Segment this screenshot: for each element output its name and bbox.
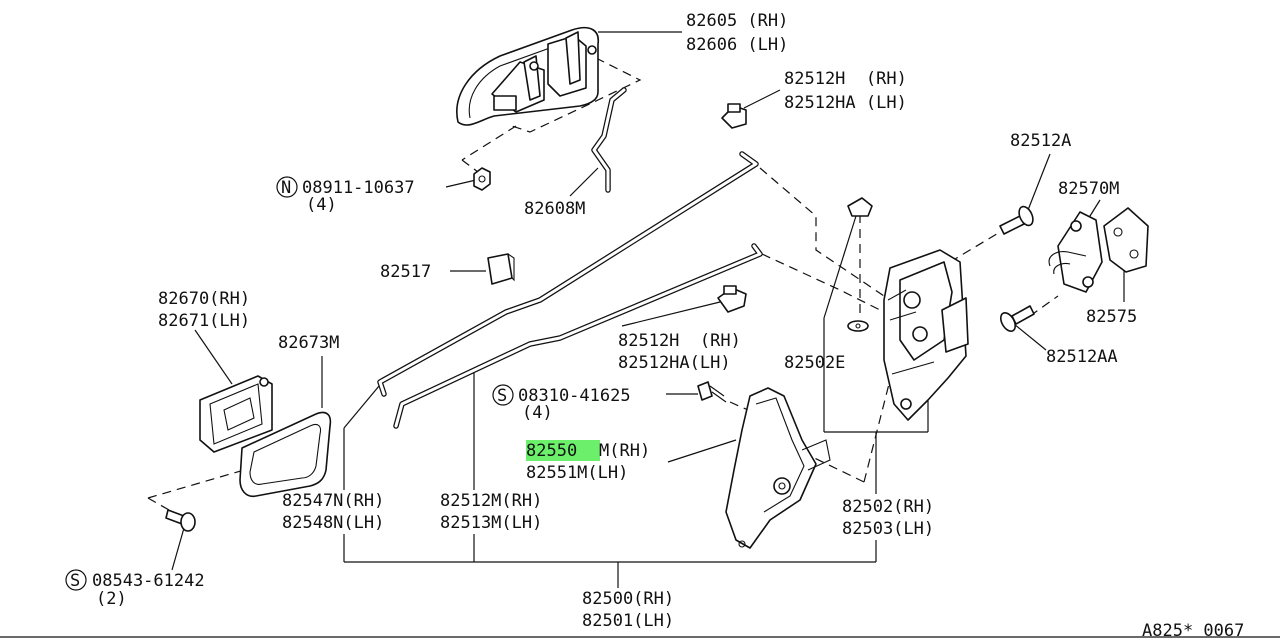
- label-82500: 82500(RH): [582, 589, 674, 609]
- bolt-s-prefix-circle: [492, 384, 514, 406]
- label-bolt-s-qty: (4): [522, 403, 553, 423]
- label-08543-61242: 08543-61242: [92, 571, 205, 591]
- label-82670: 82670(RH): [158, 289, 250, 309]
- label-82501: 82501(LH): [582, 611, 674, 631]
- bolt-82512a: [999, 205, 1034, 235]
- label-screw-s-qty: (2): [96, 589, 127, 609]
- label-82550m-rest: M(RH): [599, 441, 650, 461]
- label-82605: 82605 (RH): [686, 11, 788, 31]
- door-lock-assembly: [883, 249, 969, 421]
- label-82575: 82575: [1086, 307, 1137, 327]
- lock-cover: [725, 387, 831, 549]
- label-82551m: 82551M(LH): [526, 463, 628, 483]
- label-82512h-top: 82512H (RH): [784, 69, 907, 89]
- label-82606: 82606 (LH): [686, 35, 788, 55]
- rod-82608m: [591, 87, 627, 193]
- inside-door-handle: [199, 375, 273, 453]
- label-82513m: 82513M(LH): [440, 513, 542, 533]
- part-labels: 82605 (RH) 82606 (LH) 82512H (RH) 82512H…: [65, 11, 1244, 640]
- label-82547n: 82547N(RH): [282, 491, 384, 511]
- label-bolt-s-prefix: S: [497, 386, 507, 406]
- nut-prefix-circle: [276, 176, 298, 198]
- label-nut-qty: (4): [306, 195, 337, 215]
- screw-82512aa: [999, 305, 1035, 332]
- grommet-82502e: [847, 197, 873, 332]
- label-08310-41625: 08310-41625: [518, 386, 631, 406]
- search-highlight: [526, 440, 600, 461]
- label-82512m: 82512M(RH): [440, 491, 542, 511]
- label-screw-s-prefix: S: [70, 571, 80, 591]
- outside-door-handle: [456, 26, 599, 126]
- label-82671: 82671(LH): [158, 311, 250, 331]
- label-82608m: 82608M: [524, 199, 585, 219]
- label-82512a: 82512A: [1010, 131, 1071, 151]
- alignment-dashes: [147, 57, 1059, 515]
- label-82512h-mid: 82512H (RH): [618, 331, 741, 351]
- label-82570m: 82570M: [1058, 179, 1119, 199]
- rod-clip-mid: [717, 285, 747, 313]
- label-82512ha-mid: 82512HA(LH): [618, 353, 731, 373]
- label-82512aa: 82512AA: [1046, 347, 1118, 367]
- diagram-reference: A825* 0067: [1142, 621, 1244, 640]
- striker-82570m: [1048, 211, 1103, 293]
- label-82512ha-top: 82512HA (LH): [784, 93, 907, 113]
- label-82502e: 82502E: [784, 353, 845, 373]
- nut-08911-10637: [473, 167, 491, 191]
- label-82517: 82517: [380, 262, 431, 282]
- rod-clip-top: [721, 103, 747, 129]
- label-82503: 82503(LH): [842, 519, 934, 539]
- bolt-08310-41625: [697, 381, 727, 403]
- label-82502: 82502(RH): [842, 497, 934, 517]
- shim-82575: [1103, 207, 1149, 273]
- shim-82517: [487, 253, 515, 285]
- screw-s-prefix-circle: [65, 569, 87, 591]
- lock-rods: [377, 151, 763, 429]
- label-82550-highlight: 82550: [526, 441, 577, 461]
- label-82673m: 82673M: [278, 333, 339, 353]
- escutcheon-82673m: [239, 411, 332, 498]
- screw-08543-61242: [165, 509, 196, 532]
- label-08911-10637: 08911-10637: [302, 178, 415, 198]
- label-nut-prefix: N: [281, 178, 291, 198]
- label-82548n: 82548N(LH): [282, 513, 384, 533]
